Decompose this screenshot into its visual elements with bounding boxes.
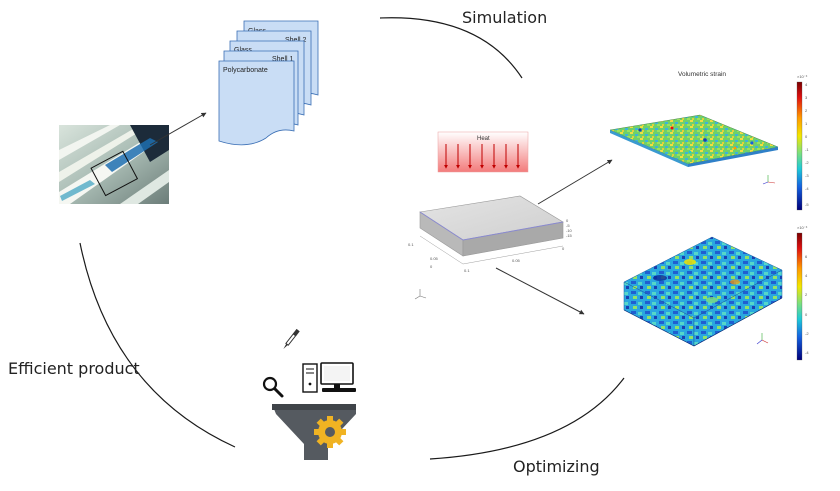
cb-top-t9: -5 [805,202,809,207]
cb-top-t2: 2 [805,108,808,113]
computer-icon [302,362,356,393]
cb-top-t5: -1 [805,147,809,152]
heat-label: Heat [477,136,490,142]
box-tick-f3: 0.1 [464,268,470,273]
cb-bot-t4: -2 [805,331,809,336]
gear-icon [314,416,346,448]
cb-top-t0: 4 [805,82,808,87]
cb-top-t6: -2 [805,160,809,165]
cb-bot-t1: 4 [805,273,808,278]
arrow-to-bottom-result [495,267,585,315]
zoom-pointer [149,112,207,146]
heat-box: Heat [437,131,529,173]
box-tick-r3: -15 [566,233,573,238]
layer-stack: Glass Shell 2 Glass Shell 1 Polycarbonat… [218,20,319,146]
label-simulation: Simulation [462,8,547,27]
cb-top-t8: -4 [805,186,809,191]
box-tick-r0: 0 [566,218,569,223]
box-tick-r1: -5 [566,223,570,228]
layer-doc-polycarbonate-label: Polycarbonate [223,67,268,74]
volumetric-strain-title: Volumetric strain [678,71,726,78]
pipette-icon [283,328,300,350]
arc-simulation [379,17,523,79]
layer-doc-shell-2-label: Shell 2 [285,37,307,44]
arc-optimizing [429,377,625,460]
box-tick-f2: 0 [430,264,433,269]
layer-doc-polycarbonate [218,60,295,146]
box-tick-f0: 0.1 [408,242,414,247]
label-efficient-product: Efficient product [8,359,140,378]
colorbar-bottom: ×10⁻³ 6 4 2 0 -2 -4 [796,225,809,361]
box-tick-f4: 0.05 [512,258,521,263]
cb-top-t7: -3 [805,173,809,178]
arc-efficient-product [79,242,236,448]
heat-arrows [444,144,520,169]
axis-triad-model [414,289,427,300]
colorbar-top: ×10⁻³ 4 3 2 1 0 -1 -2 -3 -4 -5 [796,74,809,211]
arrow-to-top-result [537,159,613,205]
colorbar-top-exponent: ×10⁻³ [797,74,808,79]
colorbar-bottom-exponent: ×10⁻³ [797,225,808,230]
cb-bot-t5: -4 [805,350,809,355]
cb-bot-t3: 0 [805,312,808,317]
strain-plate-top [609,114,779,167]
cb-bot-t0: 6 [805,254,808,259]
cb-top-t1: 3 [805,95,808,100]
magnifier-icon [262,376,284,398]
box-tick-f1: 0.05 [430,256,439,261]
layer-doc-glass-label: Glass [234,47,252,54]
zoom-box [90,150,139,197]
axis-triad-top [762,175,776,185]
cb-top-t4: 0 [805,134,808,139]
layer-doc-shell-1-label: Shell 1 [272,56,294,63]
cb-bot-t2: 2 [805,292,808,297]
box-tick-r2: -10 [566,228,573,233]
glass-photo [59,125,169,204]
label-optimizing: Optimizing [513,457,600,476]
cb-top-t3: 1 [805,121,808,126]
model-box: 0 -5 -10 -15 0.1 0.05 0 0.1 0.05 0 [408,195,573,300]
box-tick-f5: 0 [562,246,565,251]
axis-triad-bottom [756,333,769,345]
strain-block-bottom [623,236,783,347]
